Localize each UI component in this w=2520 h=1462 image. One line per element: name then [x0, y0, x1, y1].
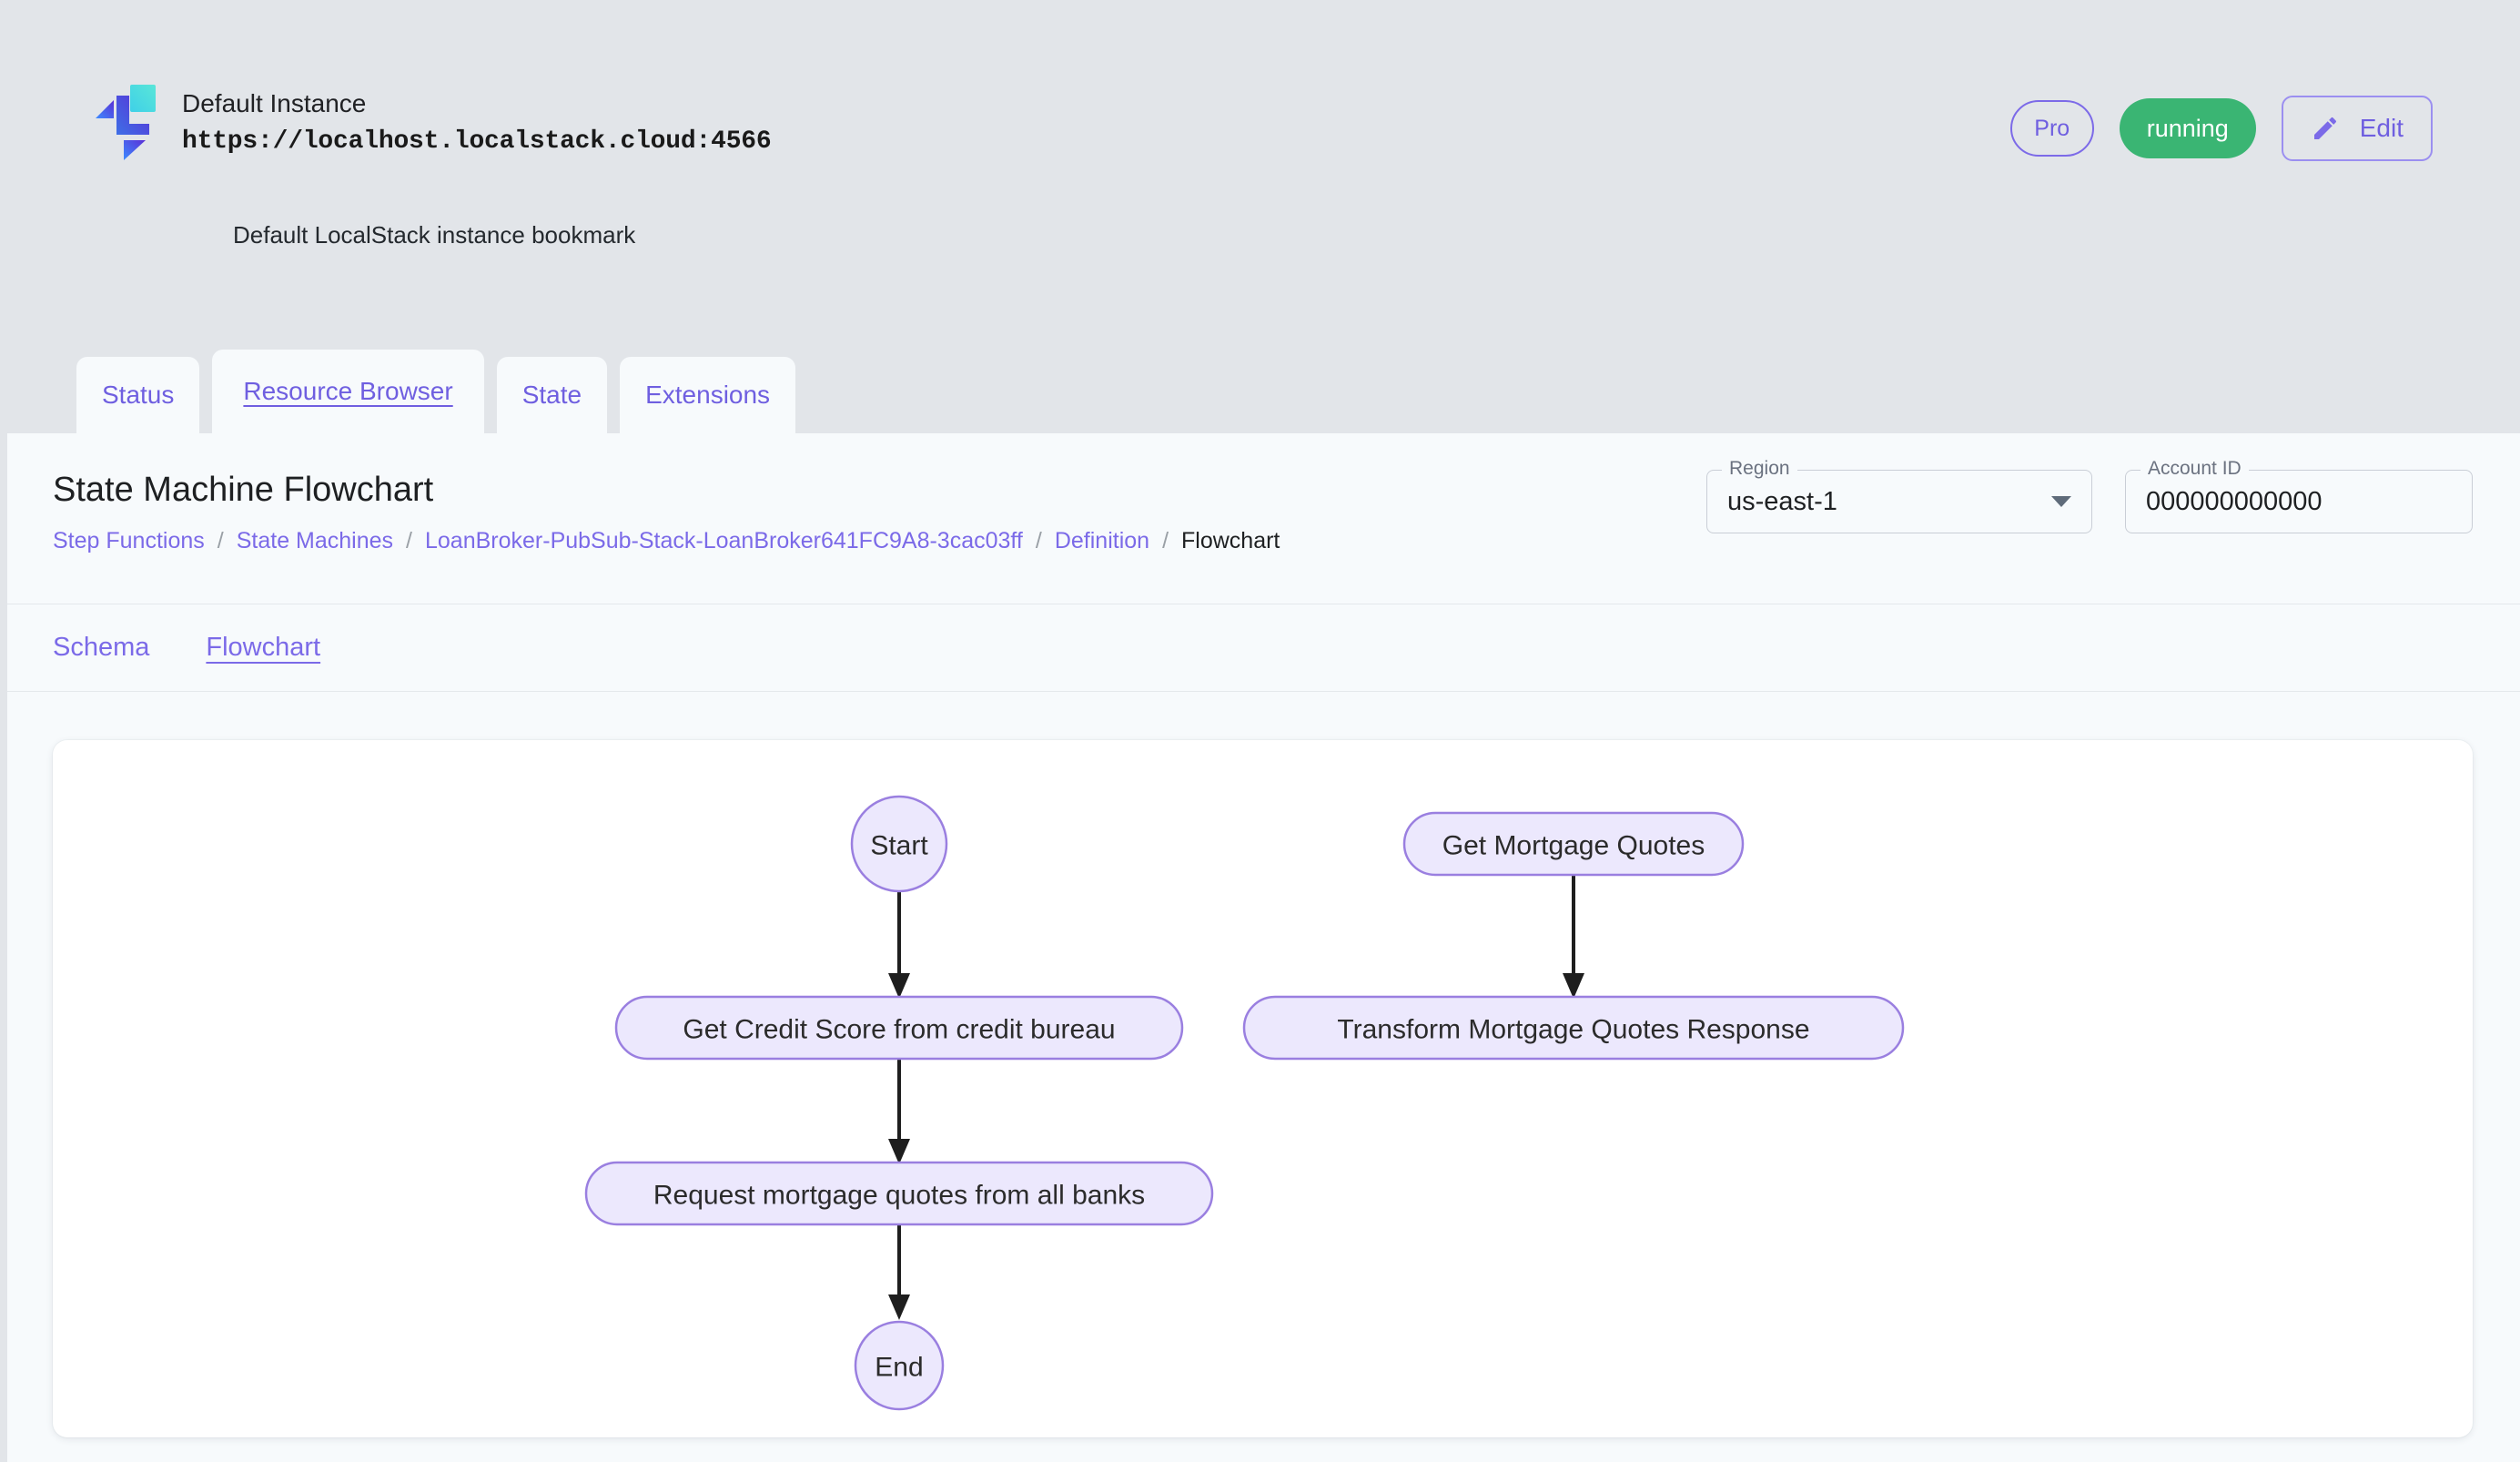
instance-description: Default LocalStack instance bookmark	[233, 221, 636, 249]
pencil-icon	[2311, 114, 2340, 143]
flowchart-node-start[interactable]: Start	[850, 795, 948, 893]
account-id-field[interactable]: Account ID 000000000000	[2125, 459, 2473, 533]
tab-state[interactable]: State	[496, 357, 608, 433]
page-title: State Machine Flowchart	[53, 471, 434, 509]
flowchart-node-transform-response-label: Transform Mortgage Quotes Response	[1337, 1015, 1809, 1045]
flowchart-node-get-mortgage-quotes[interactable]: Get Mortgage Quotes	[1402, 811, 1745, 877]
edge-arrowhead	[888, 973, 910, 999]
flowchart-node-request-quotes[interactable]: Request mortgage quotes from all banks	[584, 1161, 1214, 1226]
flowchart-node-request-quotes-label: Request mortgage quotes from all banks	[653, 1181, 1145, 1211]
edge-arrowhead	[1563, 973, 1584, 999]
header-actions: Pro running Edit	[2009, 96, 2433, 161]
sub-tab-schema[interactable]: Schema	[53, 633, 150, 662]
sub-tab-flowchart[interactable]: Flowchart	[206, 633, 321, 662]
tab-status-label: Status	[102, 381, 175, 409]
instance-header: Default Instance https://localhost.local…	[0, 0, 2520, 433]
tab-extensions-label: Extensions	[645, 381, 771, 409]
flowchart-diagram: Start Get Credit Score from credit burea…	[584, 795, 1905, 1411]
breadcrumb-item-definition[interactable]: Definition	[1054, 528, 1150, 553]
breadcrumb: Step Functions / State Machines / LoanBr…	[53, 528, 1280, 554]
tab-resource-browser-label: Resource Browser	[243, 377, 453, 405]
flowchart-node-end-label: End	[875, 1353, 923, 1383]
chevron-down-icon	[2051, 496, 2071, 507]
main-tab-bar: Status Resource Browser State Extensions	[76, 350, 796, 433]
breadcrumb-item-step-functions[interactable]: Step Functions	[53, 528, 205, 553]
breadcrumb-separator: /	[1162, 528, 1169, 553]
edit-button-label: Edit	[2359, 114, 2404, 142]
tab-extensions[interactable]: Extensions	[620, 357, 796, 433]
instance-name: Default Instance	[182, 89, 367, 117]
edge-arrowhead	[888, 1294, 910, 1320]
tab-status[interactable]: Status	[76, 357, 200, 433]
sub-tab-bar: Schema Flowchart	[7, 604, 2520, 692]
status-badge: running	[2119, 98, 2256, 158]
account-id-value: 000000000000	[2146, 486, 2323, 516]
edge-arrowhead	[888, 1139, 910, 1164]
flowchart-edges	[888, 875, 1584, 1320]
breadcrumb-separator: /	[217, 528, 224, 553]
pro-badge: Pro	[2009, 100, 2094, 157]
breadcrumb-item-state-machine-name[interactable]: LoanBroker-PubSub-Stack-LoanBroker641FC9…	[425, 528, 1023, 553]
content-panel: State Machine Flowchart Step Functions /…	[7, 433, 2520, 1462]
page-header: State Machine Flowchart Step Functions /…	[7, 433, 2520, 604]
localstack-logo-icon	[89, 78, 160, 162]
header-fields: Region us-east-1 Account ID 000000000000	[1706, 459, 2473, 533]
region-label: Region	[1722, 459, 1797, 478]
flowchart-node-get-credit-score[interactable]: Get Credit Score from credit bureau	[614, 995, 1184, 1061]
instance-summary: Default Instance https://localhost.local…	[89, 78, 772, 162]
flowchart-card: Start Get Credit Score from credit burea…	[53, 740, 2473, 1437]
flowchart-node-transform-response[interactable]: Transform Mortgage Quotes Response	[1242, 995, 1905, 1061]
instance-endpoint: https://localhost.localstack.cloud:4566	[182, 127, 772, 157]
account-id-label: Account ID	[2140, 459, 2249, 478]
tab-state-label: State	[521, 381, 582, 409]
flowchart-node-get-credit-score-label: Get Credit Score from credit bureau	[683, 1015, 1115, 1045]
breadcrumb-separator: /	[1035, 528, 1042, 553]
edit-button[interactable]: Edit	[2281, 96, 2433, 161]
tab-resource-browser[interactable]: Resource Browser	[212, 350, 484, 433]
flowchart-node-start-label: Start	[870, 831, 928, 861]
region-select[interactable]: Region us-east-1	[1706, 459, 2092, 533]
breadcrumb-separator: /	[406, 528, 412, 553]
breadcrumb-item-flowchart: Flowchart	[1181, 528, 1280, 553]
flowchart-node-get-mortgage-quotes-label: Get Mortgage Quotes	[1442, 831, 1705, 861]
region-value: us-east-1	[1727, 486, 1837, 516]
breadcrumb-item-state-machines[interactable]: State Machines	[236, 528, 394, 553]
flowchart-node-end[interactable]: End	[854, 1320, 945, 1411]
